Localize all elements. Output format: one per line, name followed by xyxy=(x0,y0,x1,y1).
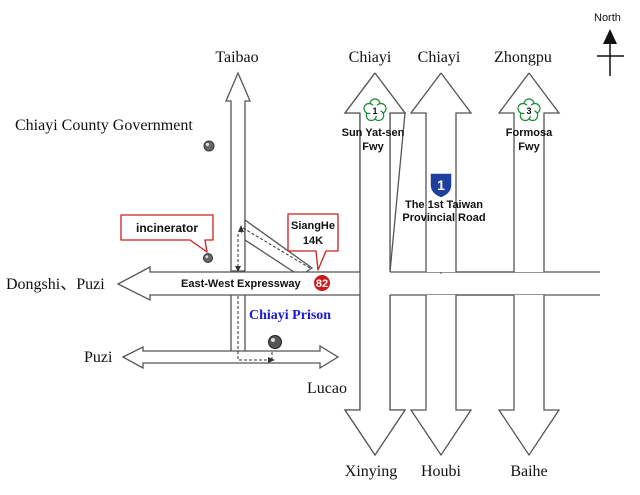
incinerator-marker-icon xyxy=(203,253,213,263)
place-taibao: Taibao xyxy=(215,49,258,66)
compass-label: North xyxy=(594,12,621,24)
fwy3-name-line1: Formosa xyxy=(506,127,553,139)
prison-marker-icon xyxy=(268,335,282,349)
exit-name: SiangHe xyxy=(291,220,335,232)
fwy3-number: 3 xyxy=(526,106,531,116)
place-lucao: Lucao xyxy=(307,380,347,397)
fwy1-number: 1 xyxy=(372,106,377,116)
place-zhongpu: Zhongpu xyxy=(494,49,552,66)
hwy1-number: 1 xyxy=(437,177,445,193)
place-baihe: Baihe xyxy=(510,463,547,480)
road-formosa-fwy: 3 Formosa Fwy xyxy=(497,72,561,457)
north-compass: North xyxy=(594,12,624,76)
road-expressway: East-West Expressway 82 xyxy=(116,265,600,302)
fwy3-flower-icon: 3 xyxy=(517,98,541,122)
hwy1-shield-icon xyxy=(429,172,453,199)
road-provincial-1: 1 The 1st Taiwan Provincial Road xyxy=(402,72,486,457)
prison-label: Chiayi Prison xyxy=(249,308,331,323)
road-puzi xyxy=(121,295,340,370)
place-county-government: Chiayi County Government xyxy=(15,117,193,134)
road-sun-yat-sen-fwy: 1 Sun Yat-sen Fwy xyxy=(342,72,407,457)
expressway-82-badge xyxy=(313,274,331,292)
expressway-label: East-West Expressway xyxy=(181,278,302,290)
incinerator-callout: incinerator xyxy=(120,214,214,253)
fwy1-name-line1: Sun Yat-sen xyxy=(342,127,405,139)
exit-km: 14K xyxy=(303,235,323,247)
hwy1-name-line2: Provincial Road xyxy=(402,212,485,224)
expressway-number: 82 xyxy=(316,278,328,290)
place-dongshi-puzi: Dongshi、Puzi xyxy=(6,276,105,293)
place-puzi: Puzi xyxy=(84,349,113,366)
road-taibao xyxy=(225,71,314,277)
county-government-marker-icon xyxy=(203,140,215,152)
fwy1-name-line2: Fwy xyxy=(362,141,384,153)
north-arrow-icon xyxy=(603,29,617,44)
fwy3-name-line2: Fwy xyxy=(518,141,540,153)
incinerator-label: incinerator xyxy=(136,221,198,235)
place-chiayi-left: Chiayi xyxy=(349,49,392,66)
place-houbi: Houbi xyxy=(421,463,462,480)
hwy1-name-line1: The 1st Taiwan xyxy=(405,199,483,211)
place-xinying: Xinying xyxy=(345,463,397,480)
road-connectors xyxy=(456,271,514,296)
place-chiayi-mid: Chiayi xyxy=(418,49,461,66)
sianghe-exit-callout: SiangHe 14K xyxy=(287,213,339,271)
fwy1-flower-icon: 1 xyxy=(363,98,387,122)
